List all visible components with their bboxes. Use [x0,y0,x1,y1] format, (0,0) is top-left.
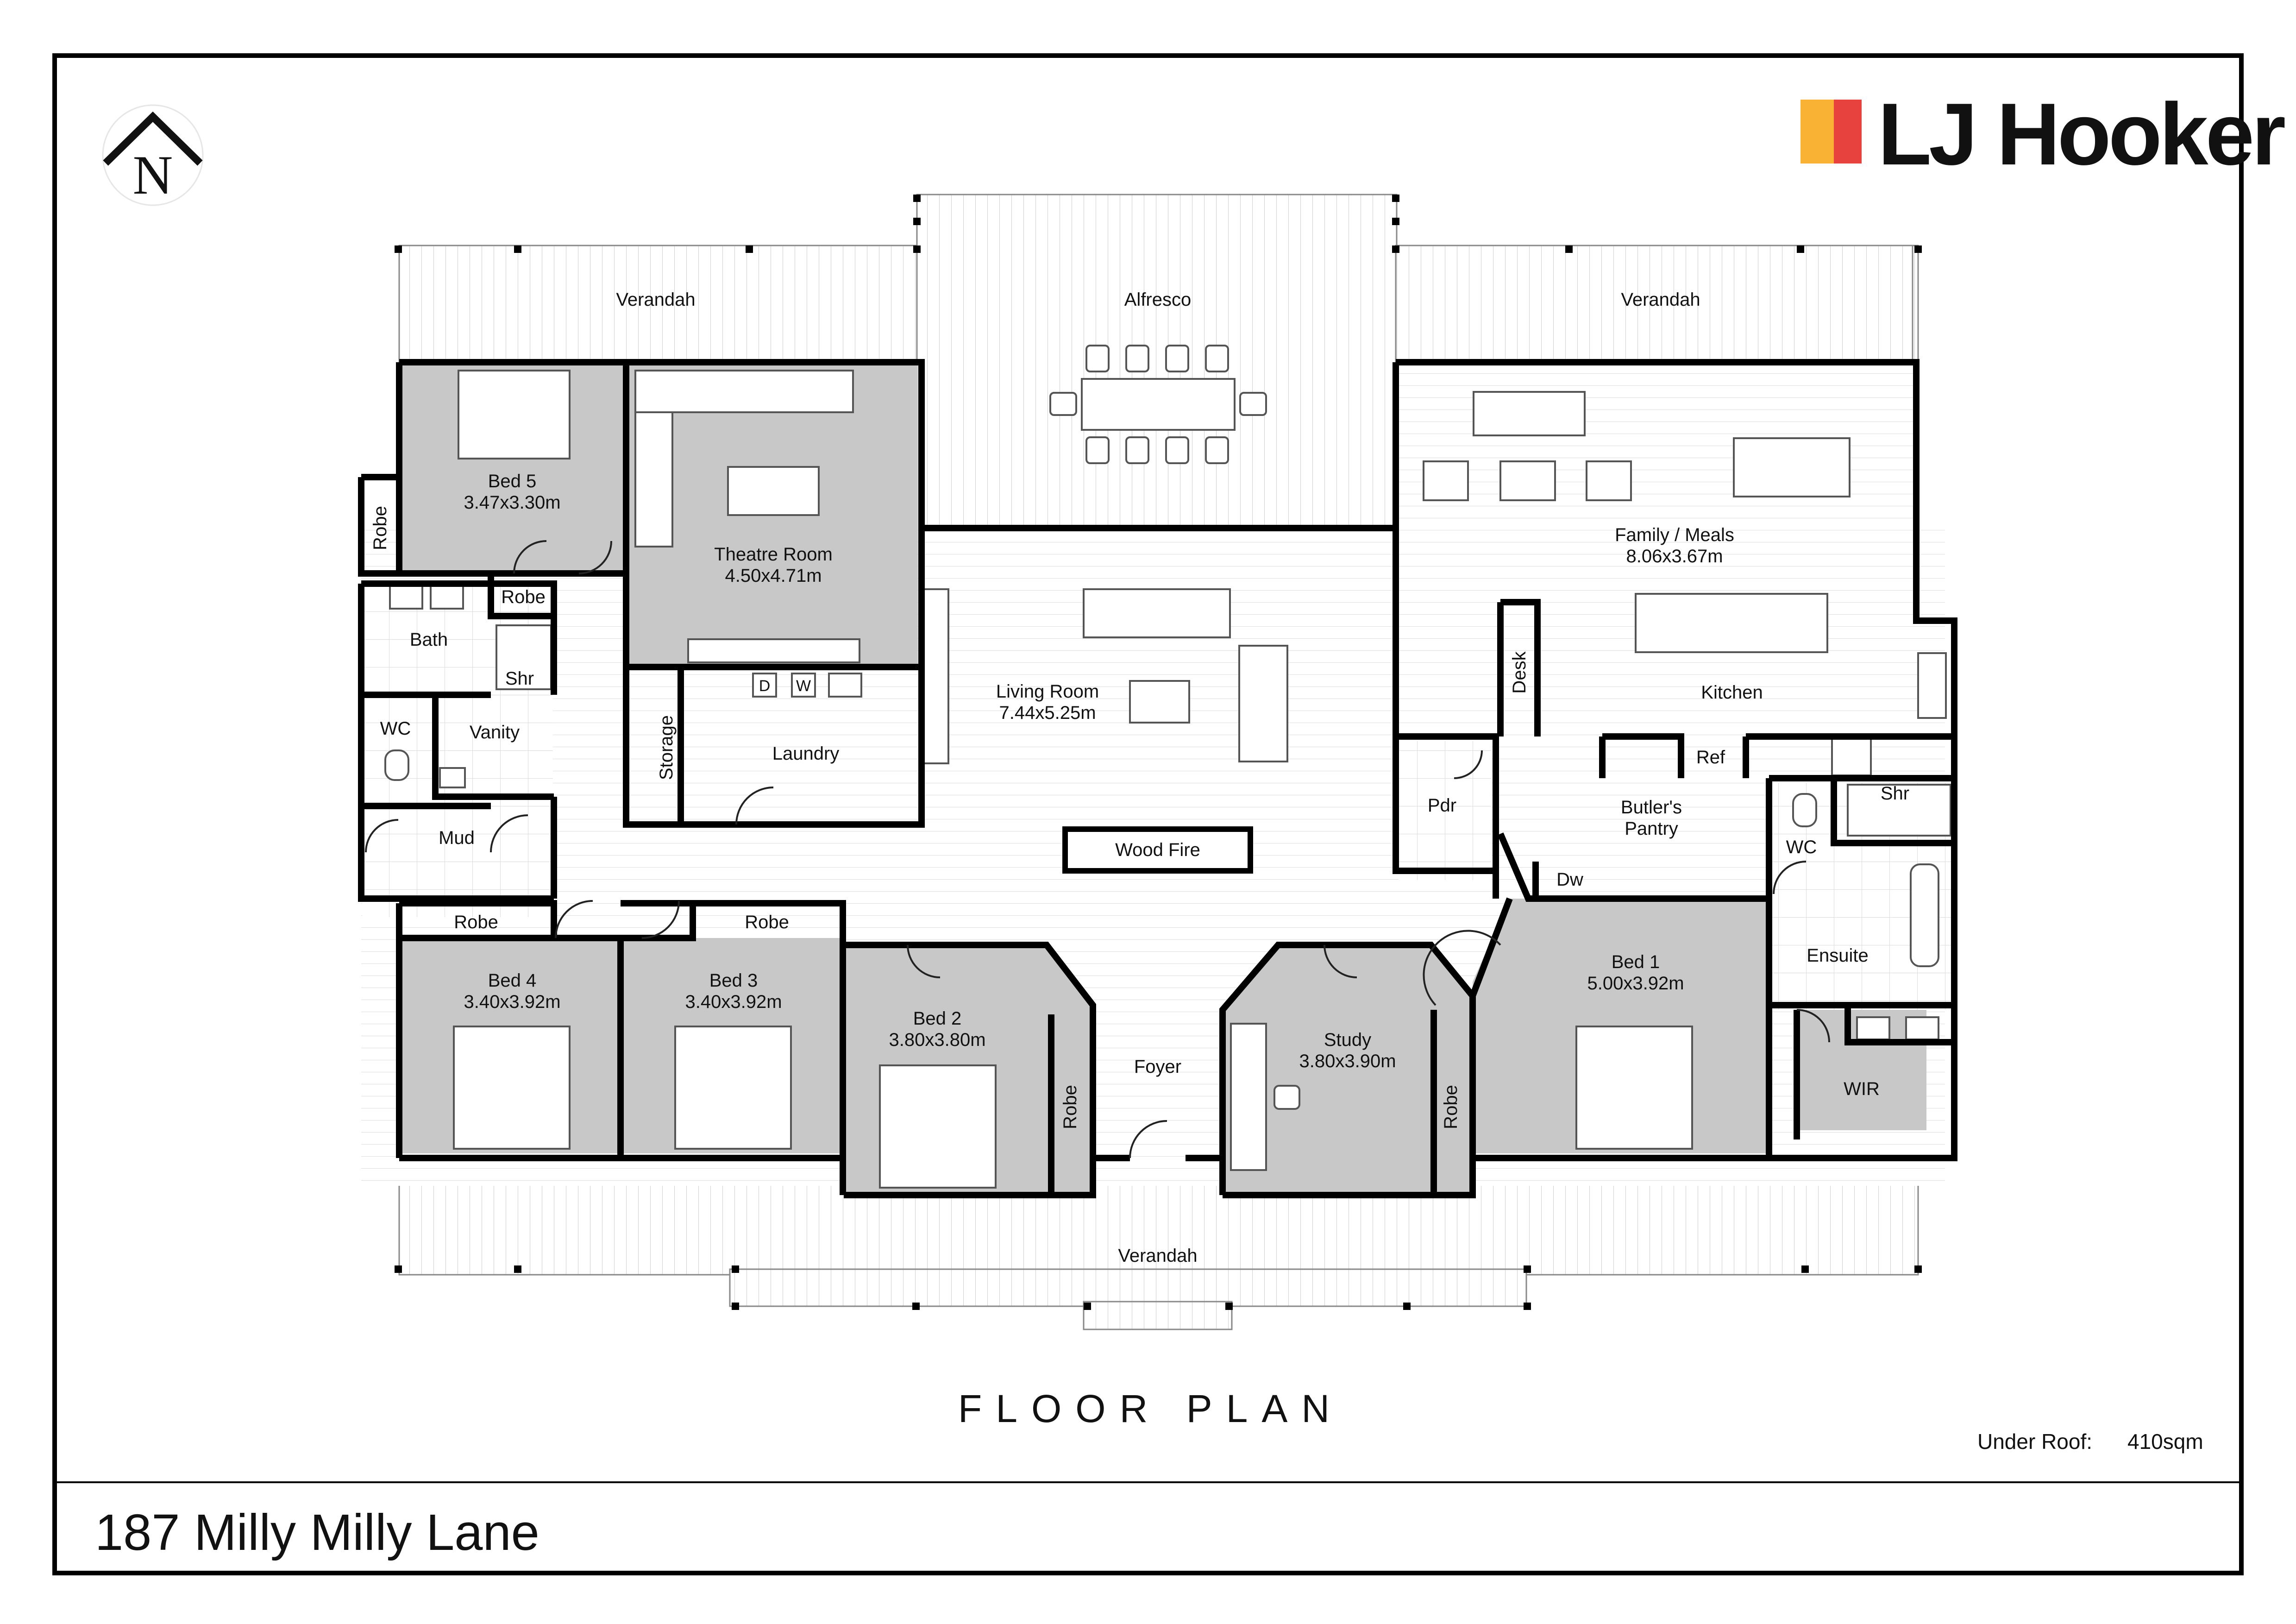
label-wood-fire: Wood Fire [1115,840,1200,860]
label-wc-left: WC [380,718,411,739]
label-foyer: Foyer [1134,1057,1181,1077]
label-bed4-size: 3.40x3.92m [464,992,560,1012]
label-ref: Ref [1696,747,1725,768]
label-study-size: 3.80x3.90m [1299,1051,1396,1071]
label-robe-bed4: Robe [454,912,498,932]
logo-red-block [1834,100,1862,164]
label-robe-study: Robe [1441,1085,1461,1129]
label-theatre-size: 4.50x4.71m [725,566,822,586]
label-bed5-size: 3.47x3.30m [464,492,560,513]
label-verandah-left: Verandah [616,290,695,310]
label-bed4: Bed 4 [488,970,537,991]
label-alfresco: Alfresco [1124,290,1192,310]
label-kitchen: Kitchen [1701,682,1763,703]
label-mud: Mud [439,828,475,848]
under-roof-label: Under Roof: [1977,1429,2092,1454]
label-bed2-size: 3.80x3.80m [889,1030,985,1050]
furniture [384,345,1951,1189]
label-dw: Dw [1556,869,1583,890]
label-robe-bed2: Robe [1060,1085,1080,1129]
label-laundry: Laundry [772,743,840,764]
label-shr-bath: Shr [505,668,534,689]
door-swings [365,540,1830,1158]
label-butlers-2: Pantry [1625,818,1678,839]
label-robe-bath: Robe [501,587,546,607]
label-family: Family / Meals [1615,525,1734,545]
under-roof-value: 410sqm [2127,1429,2203,1454]
label-robe-bed5: Robe [370,506,390,550]
label-bed3-size: 3.40x3.92m [685,992,782,1012]
north-compass: N [102,104,204,206]
label-vanity: Vanity [470,722,520,743]
label-pdr: Pdr [1428,795,1456,816]
label-dryer: D [759,677,771,695]
property-address: 187 Milly Milly Lane [95,1504,539,1561]
label-shr-ensuite: Shr [1881,783,1909,804]
compass-letter: N [133,144,173,206]
walls [358,359,1957,1198]
label-bath: Bath [410,629,448,650]
label-storage: Storage [656,715,677,780]
label-family-size: 8.06x3.67m [1626,546,1723,567]
brand-name: LJ Hooker [1878,85,2285,183]
label-bed5: Bed 5 [488,471,537,491]
label-washer: W [796,677,811,695]
floor-plan-title: FLOOR PLAN [958,1387,1343,1430]
label-bed1: Bed 1 [1612,952,1660,972]
label-living-size: 7.44x5.25m [999,703,1096,723]
label-bed2: Bed 2 [913,1008,962,1029]
logo-yellow-block [1800,100,1834,164]
label-butlers-1: Butler's [1621,797,1682,818]
label-theatre: Theatre Room [714,544,833,565]
label-bed1-size: 5.00x3.92m [1587,973,1684,994]
label-wir: WIR [1844,1079,1880,1099]
label-robe-bed3: Robe [745,912,789,932]
label-living: Living Room [996,681,1099,702]
label-desk: Desk [1509,651,1530,693]
deck-posts [395,195,1922,1310]
label-bed3: Bed 3 [709,970,758,991]
label-ensuite: Ensuite [1807,945,1868,966]
label-study: Study [1324,1030,1371,1050]
page-frame [52,53,2244,1575]
label-verandah-front: Verandah [1118,1246,1197,1266]
room-labels: Verandah Alfresco Verandah Bed 5 3.47x3.… [370,290,1909,1266]
lj-hooker-logo: LJ Hooker [1800,85,2288,183]
label-wc-right: WC [1786,837,1817,857]
label-verandah-right: Verandah [1621,290,1700,310]
